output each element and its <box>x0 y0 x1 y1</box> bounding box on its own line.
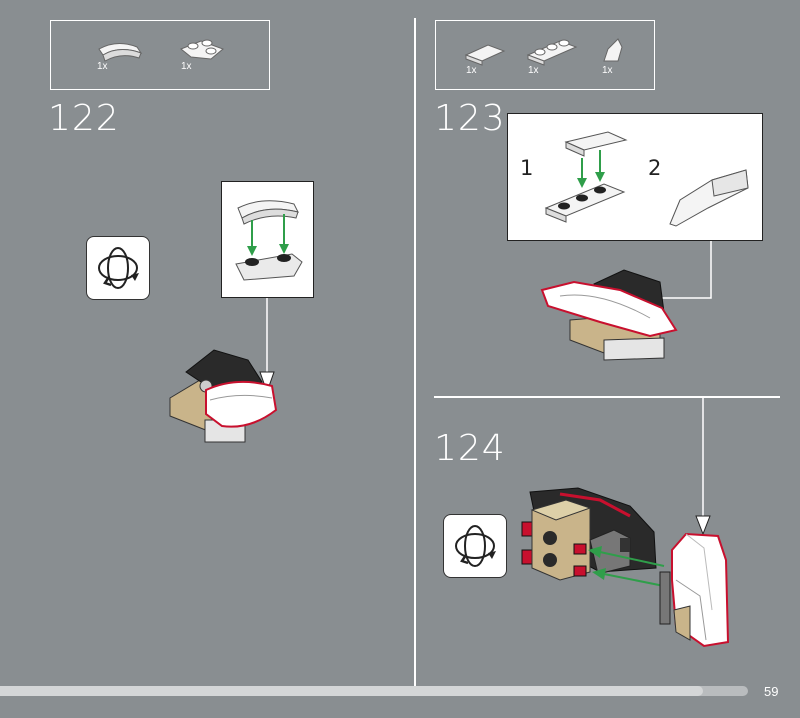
parts-list-step-123: 1x 1x 1x <box>435 20 655 90</box>
part-curved-slope-image <box>98 43 143 62</box>
parts-list-step-122: 1x 1x <box>50 20 270 90</box>
step-number-124: 124 <box>434 428 506 469</box>
part-qty: 1x <box>466 65 477 76</box>
rotate-model-icon <box>443 514 507 578</box>
rotate-model-icon <box>86 236 150 300</box>
part-qty: 1x <box>528 65 539 76</box>
part-round-plate-image <box>180 39 224 60</box>
step-number-123: 123 <box>434 98 506 139</box>
sub-assembly-callout <box>221 181 314 298</box>
progress-fill <box>0 686 704 696</box>
part-qty: 1x <box>97 61 108 72</box>
row-divider <box>434 396 780 398</box>
step-number-122: 122 <box>48 98 120 139</box>
progress-bar <box>0 686 748 696</box>
column-divider <box>414 18 416 686</box>
substep-number: 2 <box>648 156 662 180</box>
part-qty: 1x <box>181 61 192 72</box>
part-slope-image <box>603 38 623 62</box>
sub-assembly-callout: 1 2 <box>507 113 763 241</box>
part-plate-1x3-image <box>526 39 578 66</box>
part-tile-image <box>464 44 506 66</box>
substep-number: 1 <box>520 156 534 180</box>
page-number: 59 <box>764 684 779 699</box>
part-qty: 1x <box>602 65 613 76</box>
